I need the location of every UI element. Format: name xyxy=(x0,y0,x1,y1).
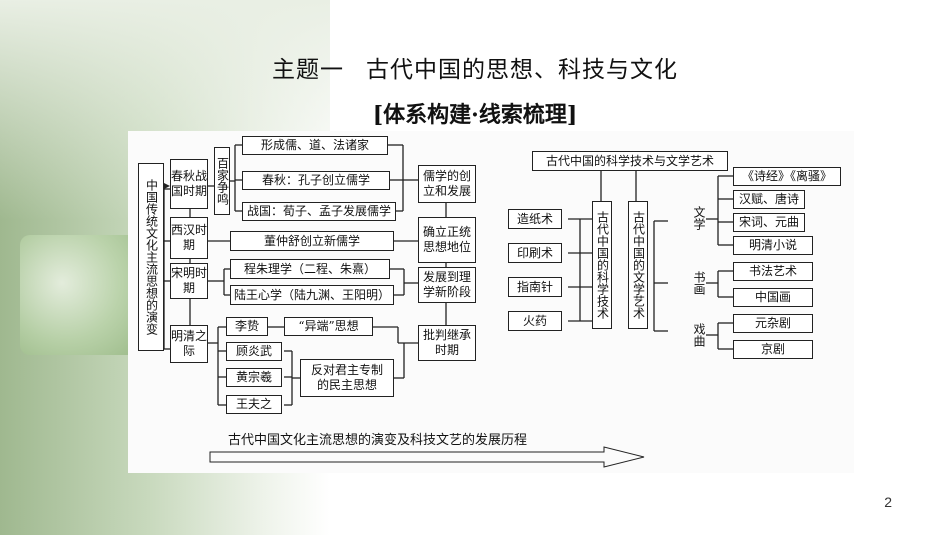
item-schools-formed: 形成儒、道、法诸家 xyxy=(242,136,388,155)
title-theme: 主题一 xyxy=(272,57,344,83)
connector-lines xyxy=(163,144,733,468)
period-spring-autumn: 春秋战国时期 xyxy=(170,159,208,209)
art-chinese-painting: 中国画 xyxy=(733,288,813,307)
root-mainstream-thought: 中国传统文化主流思想的演变 xyxy=(138,163,164,351)
page-number: 2 xyxy=(884,494,892,510)
timeline-arrow-label: 古代中国文化主流思想的演变及科技文艺的发展历程 xyxy=(228,433,528,448)
lit-hanfu-tangshi: 汉赋、唐诗 xyxy=(733,190,805,209)
item-anti-monarchy: 反对君主专制的民主思想 xyxy=(300,359,394,397)
stage-confucianism-founding: 儒学的创立和发展 xyxy=(418,165,476,203)
opera-zaju: 元杂剧 xyxy=(733,314,813,333)
person-li-zhi: 李贽 xyxy=(226,317,268,336)
person-huang-zongxi: 黄宗羲 xyxy=(226,368,282,387)
item-lu-wang: 陆王心学（陆九渊、王阳明） xyxy=(230,285,394,305)
item-xunzi-mengzi: 战国：荀子、孟子发展儒学 xyxy=(242,202,396,221)
art-calligraphy: 书法艺术 xyxy=(733,262,813,281)
item-dong-zhongshu: 董仲舒创立新儒学 xyxy=(230,231,394,251)
category-literature: 文学 xyxy=(692,206,706,230)
invention-compass: 指南针 xyxy=(508,277,562,297)
title-text: 古代中国的思想、科技与文化 xyxy=(366,57,678,83)
baijia-zhengming: 百家争鸣 xyxy=(214,147,230,215)
science-technology: 古代中国的科学技术 xyxy=(592,201,612,329)
lit-shijing-lisao: 《诗经》《离骚》 xyxy=(733,167,841,186)
invention-gunpowder: 火药 xyxy=(508,311,562,331)
stage-critical-inheritance: 批判继承时期 xyxy=(418,325,476,361)
opera-peking: 京剧 xyxy=(733,340,813,359)
diagram-panel: 中国传统文化主流思想的演变 春秋战国时期 西汉时期 宋明时期 明清之际 百家争鸣… xyxy=(128,131,854,473)
decorative-glass-image xyxy=(20,235,140,355)
period-xihan: 西汉时期 xyxy=(170,217,208,259)
category-painting: 书画 xyxy=(692,271,706,295)
invention-printing: 印刷术 xyxy=(508,243,562,263)
person-gu-yanwu: 顾炎武 xyxy=(226,342,282,361)
stage-orthodox-status: 确立正统思想地位 xyxy=(418,217,476,263)
period-mingqing: 明清之际 xyxy=(170,325,208,363)
item-confucius: 春秋：孔子创立儒学 xyxy=(242,171,390,190)
literature-arts: 古代中国的文学艺术 xyxy=(628,201,648,329)
stage-neo-confucianism: 发展到理学新阶段 xyxy=(418,267,476,303)
slide-subtitle: [体系构建·线索梳理] xyxy=(372,102,578,128)
lit-songci-yuanqu: 宋词、元曲 xyxy=(733,213,805,232)
item-heresy-thought: “异端”思想 xyxy=(284,317,373,336)
invention-papermaking: 造纸术 xyxy=(508,209,562,229)
item-cheng-zhu: 程朱理学（二程、朱熹） xyxy=(230,259,390,279)
period-songming: 宋明时期 xyxy=(170,263,208,299)
lit-mingqing-novels: 明清小说 xyxy=(733,236,813,255)
category-opera: 戏曲 xyxy=(692,323,706,347)
slide-title: 主题一古代中国的思想、科技与文化 xyxy=(0,50,950,84)
root-science-arts: 古代中国的科学技术与文学艺术 xyxy=(532,151,728,171)
person-wang-fuzhi: 王夫之 xyxy=(226,395,282,414)
